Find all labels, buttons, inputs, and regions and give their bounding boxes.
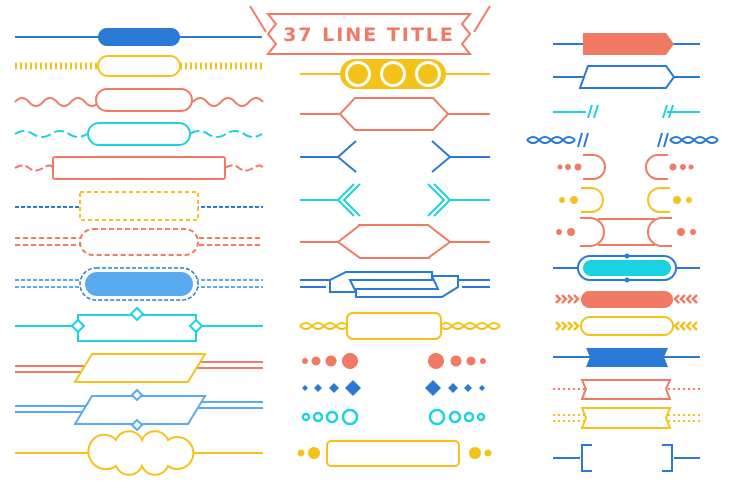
title-line-blue-braid-slashes <box>526 132 719 148</box>
title-line-yellow-bubbles <box>15 430 263 476</box>
page-title: 37 LINE TITLE <box>283 24 455 46</box>
title-line-blue-forked-ends <box>300 140 490 173</box>
title-line-blue-brackets <box>553 444 700 472</box>
title-line-yellow-dot-capsule <box>559 187 692 213</box>
title-line-coral-hexagon <box>300 97 490 131</box>
title-banner: 37 LINE TITLE <box>249 5 491 55</box>
title-line-light-blue-filled-pill <box>15 267 263 301</box>
title-line-coral-dot-capsule <box>557 154 694 180</box>
title-line-yellow-dotted-box <box>297 440 492 467</box>
title-line-coral-double-dashed <box>15 228 263 256</box>
title-line-blue-diamonds <box>302 380 485 396</box>
title-line-coral-dotted-ribbon <box>553 379 700 400</box>
title-line-blue-notched-ribbon <box>553 348 700 367</box>
title-line-coral-flag <box>553 33 700 55</box>
title-line-blue-tag-outline <box>553 65 700 89</box>
title-line-yellow-parallelogram <box>15 353 263 383</box>
title-line-coral-dots <box>302 353 486 369</box>
title-line-blue-solid-pill <box>15 28 262 46</box>
title-line-yellow-dotted-ribbon <box>553 407 700 429</box>
title-line-coral-inner-rails <box>556 217 696 247</box>
title-line-cyan-rings <box>301 408 486 426</box>
title-line-coral-chevron-pill <box>555 291 698 308</box>
banner-left-strap <box>249 5 267 33</box>
title-line-cyan-diamond-box <box>15 306 263 342</box>
title-line-blue-skew-diamonds <box>15 388 263 432</box>
title-line-coral-wave <box>14 88 264 112</box>
title-line-yellow-triple-bubble <box>300 59 490 89</box>
banner-right-strap <box>473 5 491 33</box>
title-line-cyan-double-chevrons <box>300 183 490 217</box>
title-line-cyan-dashed-wave <box>14 122 263 146</box>
title-line-yellow-dashed-box <box>15 191 263 221</box>
title-line-yellow-hatched <box>15 55 263 77</box>
title-line-coral-angled-rails <box>300 224 490 259</box>
title-line-cyan-filled-capsule <box>553 253 700 283</box>
title-line-yellow-braided <box>299 312 501 340</box>
banner-ribbon <box>265 13 473 55</box>
title-line-cyan-slashes <box>553 104 700 119</box>
title-line-coral-long-box <box>14 156 264 180</box>
title-line-yellow-chevron-pill <box>555 316 698 336</box>
title-line-blue-interlock <box>300 271 490 298</box>
